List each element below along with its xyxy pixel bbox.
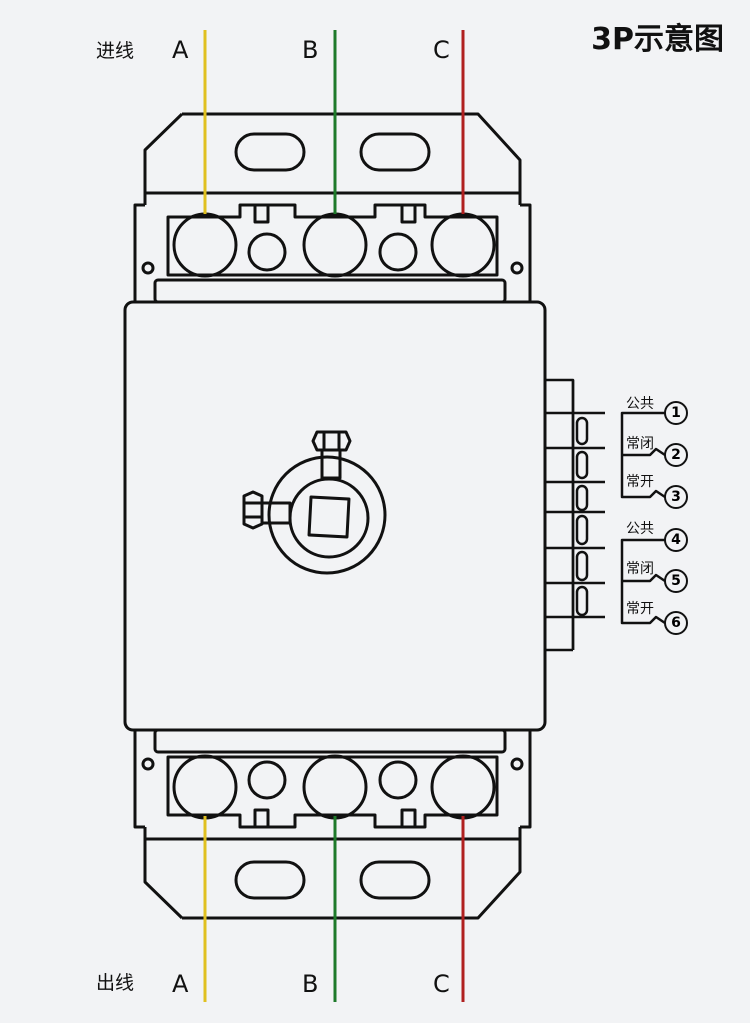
input-label: 进线 bbox=[96, 40, 135, 62]
bottom-terminal-block bbox=[133, 728, 532, 920]
phase-a-in: A bbox=[172, 36, 189, 64]
terminal-number-1: 1 bbox=[664, 401, 688, 425]
terminal-number-5: 5 bbox=[664, 569, 688, 593]
operating-handle bbox=[242, 430, 387, 575]
output-label: 出线 bbox=[96, 972, 135, 994]
wires bbox=[203, 30, 465, 1002]
terminal-number-2: 2 bbox=[664, 443, 688, 467]
terminal-number-3: 3 bbox=[664, 485, 688, 509]
aux-label-4: 公共 bbox=[626, 521, 654, 537]
diagram-title: 3P示意图 bbox=[591, 22, 724, 57]
terminal-number-6: 6 bbox=[664, 611, 688, 635]
top-terminal-block bbox=[133, 112, 532, 304]
phase-c-in: C bbox=[433, 36, 450, 64]
terminal-number-4: 4 bbox=[664, 528, 688, 552]
phase-b-out: B bbox=[302, 970, 319, 998]
aux-label-2: 常闭 bbox=[626, 436, 654, 452]
aux-label-5: 常闭 bbox=[626, 561, 654, 577]
aux-contact-connector bbox=[545, 378, 666, 652]
aux-label-1: 公共 bbox=[626, 396, 654, 412]
phase-c-out: C bbox=[433, 970, 450, 998]
breaker-body bbox=[123, 300, 547, 732]
phase-b-in: B bbox=[302, 36, 319, 64]
phase-a-out: A bbox=[172, 970, 189, 998]
aux-label-6: 常开 bbox=[626, 601, 654, 617]
aux-label-3: 常开 bbox=[626, 474, 654, 490]
